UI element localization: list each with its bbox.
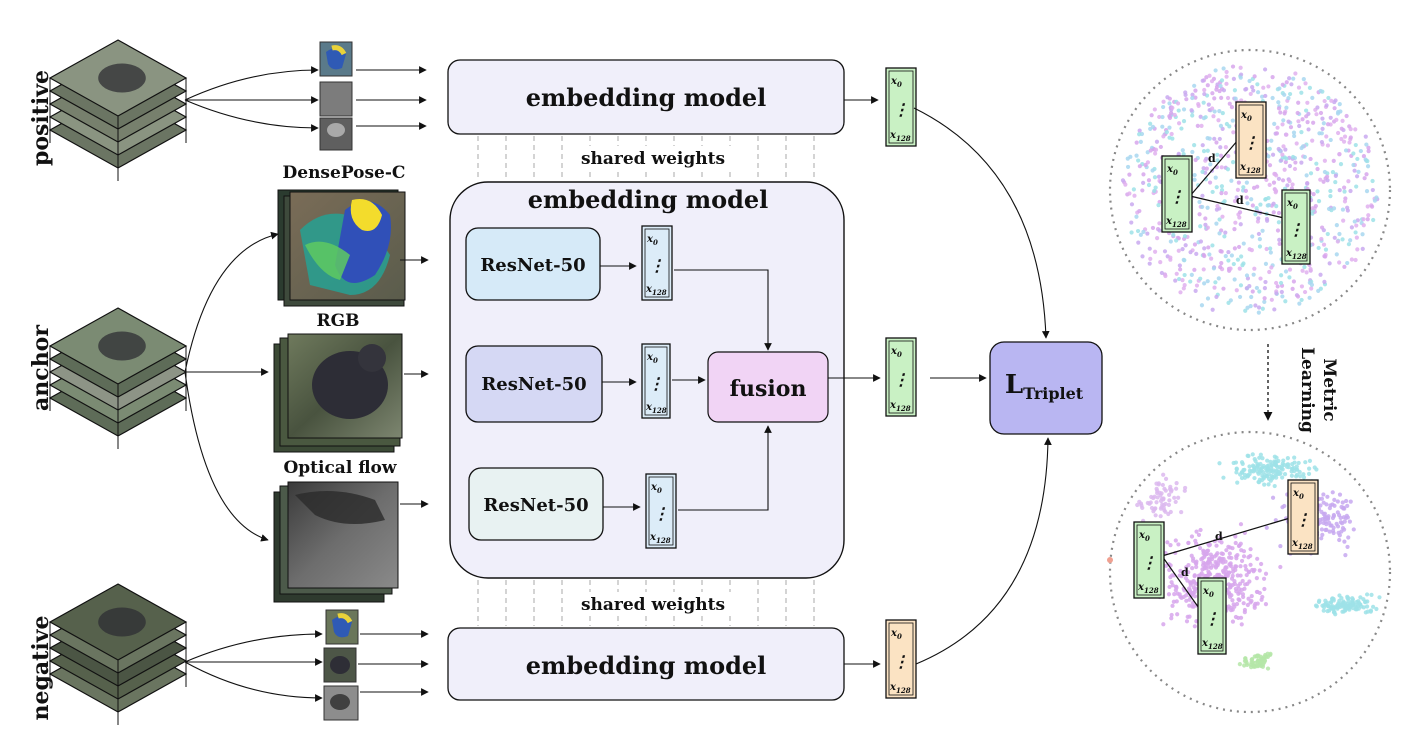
resnet-rgb-label: ResNet-50	[481, 374, 586, 395]
space-before-negative-vector: x0 ⋮ x128	[1235, 101, 1267, 179]
svg-text:x128: x128	[889, 130, 911, 143]
svg-text:x128: x128	[1165, 216, 1187, 229]
svg-text:x0: x0	[646, 352, 658, 365]
svg-text:⋮: ⋮	[893, 652, 909, 671]
svg-text:x128: x128	[645, 402, 667, 415]
triplet-loss-box	[989, 341, 1103, 435]
positive-frame-stack	[48, 39, 188, 181]
svg-text:x0: x0	[650, 482, 662, 495]
resnet-rgb-box	[465, 345, 603, 423]
negative-embedding-vector: x0 ⋮ x128	[885, 619, 917, 699]
space-after-positive-vector: x0 ⋮ x128	[1197, 577, 1227, 655]
triplet-loss-label: LTriplet	[1005, 370, 1084, 403]
positive-embedding-vector: x0 ⋮ x128	[885, 67, 917, 147]
densepose-label: DensePose-C	[283, 163, 406, 183]
resnet-densepose-vector: x0 ⋮ x128	[641, 225, 673, 301]
svg-text:x0: x0	[1286, 198, 1298, 211]
svg-text:x0: x0	[1138, 530, 1150, 543]
densepose-image-stack	[277, 189, 406, 307]
rgb-image-stack	[273, 333, 403, 453]
svg-text:x128: x128	[645, 284, 667, 297]
svg-text:x128: x128	[649, 532, 671, 545]
space-after-anchor-vector: x0 ⋮ x128	[1133, 521, 1165, 599]
svg-text:x0: x0	[1166, 164, 1178, 177]
resnet-flow-vector: x0 ⋮ x128	[645, 473, 677, 549]
svg-text:x0: x0	[1202, 586, 1214, 599]
distance-label-after-positive: d	[1181, 566, 1189, 579]
optical-flow-image-stack	[273, 481, 399, 603]
svg-text:x0: x0	[890, 76, 902, 89]
negative-embedding-label: embedding model	[526, 651, 767, 680]
metric-label: Metric	[1319, 358, 1339, 421]
svg-text:x0: x0	[1240, 110, 1252, 123]
anchor-frame-stack	[48, 307, 188, 449]
resnet-densepose-box	[465, 227, 601, 301]
embedding-space-before	[1108, 48, 1392, 332]
svg-text:⋮: ⋮	[893, 100, 909, 119]
svg-text:⋮: ⋮	[1243, 133, 1259, 152]
positive-small-thumbnails	[319, 41, 353, 151]
fusion-label: fusion	[730, 376, 807, 402]
anchor-embedding-label: embedding model	[528, 185, 769, 214]
svg-text:⋮: ⋮	[893, 370, 909, 389]
resnet-flow-label: ResNet-50	[483, 495, 588, 516]
scatter-after	[1107, 452, 1382, 671]
svg-text:⋮: ⋮	[1288, 220, 1304, 239]
distance-label-before-positive: d	[1208, 152, 1216, 165]
space-before-anchor-vector: x0 ⋮ x128	[1161, 155, 1193, 233]
svg-text:x0: x0	[646, 234, 658, 247]
negative-frame-stack	[48, 583, 188, 725]
space-after-negative-vector: x0 ⋮ x128	[1287, 479, 1319, 555]
svg-text:x0: x0	[1292, 488, 1304, 501]
svg-text:x128: x128	[1137, 582, 1159, 595]
svg-text:⋮: ⋮	[1204, 609, 1220, 628]
shared-weights-top-label: shared weights	[581, 149, 725, 169]
svg-text:⋮: ⋮	[1169, 187, 1185, 206]
learning-label: Learning	[1297, 347, 1317, 433]
svg-text:x128: x128	[1285, 248, 1307, 261]
svg-text:⋮: ⋮	[649, 256, 665, 275]
resnet-flow-box	[468, 467, 604, 541]
svg-text:⋮: ⋮	[1295, 510, 1311, 529]
positive-embedding-label: embedding model	[526, 83, 767, 112]
rgb-label: RGB	[316, 311, 359, 331]
svg-text:x128: x128	[1291, 538, 1313, 551]
fusion-box	[707, 351, 829, 423]
distance-label-after-negative: d	[1215, 530, 1223, 543]
resnet-rgb-vector: x0 ⋮ x128	[641, 343, 671, 419]
svg-text:x0: x0	[890, 628, 902, 641]
positive-embedding-box	[447, 59, 845, 135]
svg-text:⋮: ⋮	[648, 374, 664, 393]
negative-small-thumbnails	[323, 609, 359, 721]
resnet-densepose-label: ResNet-50	[480, 255, 585, 276]
svg-text:⋮: ⋮	[1141, 553, 1157, 572]
svg-text:x128: x128	[1201, 638, 1223, 651]
svg-text:x128: x128	[889, 400, 911, 413]
optical-flow-label: Optical flow	[283, 458, 396, 478]
shared-weights-bottom-label: shared weights	[581, 595, 725, 615]
anchor-embedding-vector: x0 ⋮ x128	[885, 337, 917, 417]
svg-text:x128: x128	[889, 682, 911, 695]
distance-label-before-negative: d	[1236, 194, 1244, 207]
svg-text:⋮: ⋮	[653, 504, 669, 523]
space-before-positive-vector: x0 ⋮ x128	[1281, 189, 1311, 265]
svg-text:x128: x128	[1239, 162, 1261, 175]
svg-text:x0: x0	[890, 346, 902, 359]
